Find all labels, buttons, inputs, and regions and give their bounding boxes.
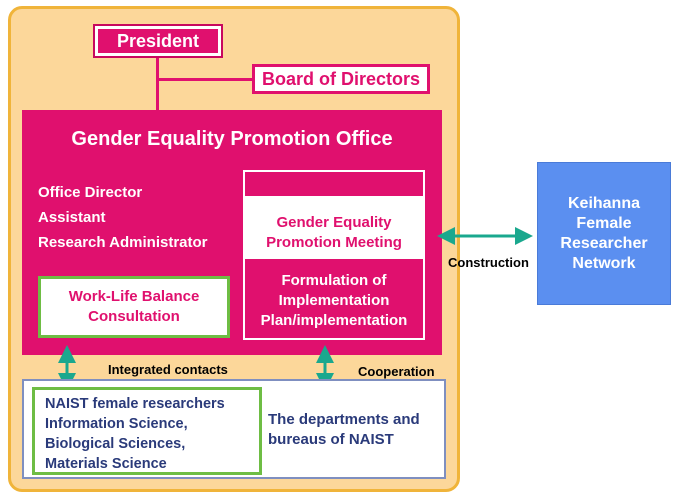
departments-line-1: The departments and: [268, 411, 420, 428]
formulation-line-2: Implementation: [278, 291, 390, 309]
work-life-balance-box: Work-Life Balance Consultation: [38, 276, 230, 338]
cooperation-label: Cooperation: [358, 364, 435, 379]
board-connector: [156, 78, 252, 81]
keihanna-line-2: Female: [576, 214, 632, 232]
meeting-line-1: Gender Equality: [276, 213, 392, 231]
president-label: President: [116, 30, 200, 51]
formulation-line-1: Formulation of: [281, 271, 387, 289]
formulation-line-3: Plan/implementation: [260, 311, 408, 329]
naist-female-line-2: Information Science,: [45, 416, 188, 432]
board-label: Board of Directors: [261, 68, 421, 89]
keihanna-line-4: Network: [572, 254, 636, 272]
formulation-box: Formulation of Implementation Plan/imple…: [245, 263, 423, 338]
staff-office-director: Office Director: [38, 184, 143, 201]
construction-label: Construction: [448, 255, 529, 270]
president-box: President: [95, 26, 221, 56]
office-title: Gender Equality Promotion Office: [71, 128, 393, 150]
wlb-line-1: Work-Life Balance: [68, 288, 200, 305]
staff-assistant: Assistant: [38, 209, 106, 226]
board-of-directors-box: Board of Directors: [252, 64, 430, 94]
staff-research-administrator: Research Administrator: [38, 234, 208, 251]
integrated-contacts-label: Integrated contacts: [108, 362, 228, 377]
keihanna-line-3: Researcher: [560, 234, 648, 252]
departments-line-2: bureaus of NAIST: [268, 431, 394, 448]
office-staff-list: Office Director Assistant Research Admin…: [38, 180, 238, 255]
naist-female-line-1: NAIST female researchers: [45, 396, 225, 412]
naist-female-researchers-box: NAIST female researchers Information Sci…: [32, 387, 262, 475]
naist-female-line-4: Materials Science: [45, 456, 167, 472]
keihanna-line-1: Keihanna: [567, 194, 640, 212]
gender-equality-meeting-box: Gender Equality Promotion Meeting: [245, 196, 423, 259]
departments-text: The departments and bureaus of NAIST: [268, 410, 438, 450]
keihanna-network-box: Keihanna Female Researcher Network: [537, 162, 671, 305]
president-connector: [156, 58, 159, 110]
naist-female-line-3: Biological Sciences,: [45, 436, 186, 452]
wlb-line-2: Consultation: [88, 308, 180, 325]
meeting-line-2: Promotion Meeting: [266, 233, 402, 251]
